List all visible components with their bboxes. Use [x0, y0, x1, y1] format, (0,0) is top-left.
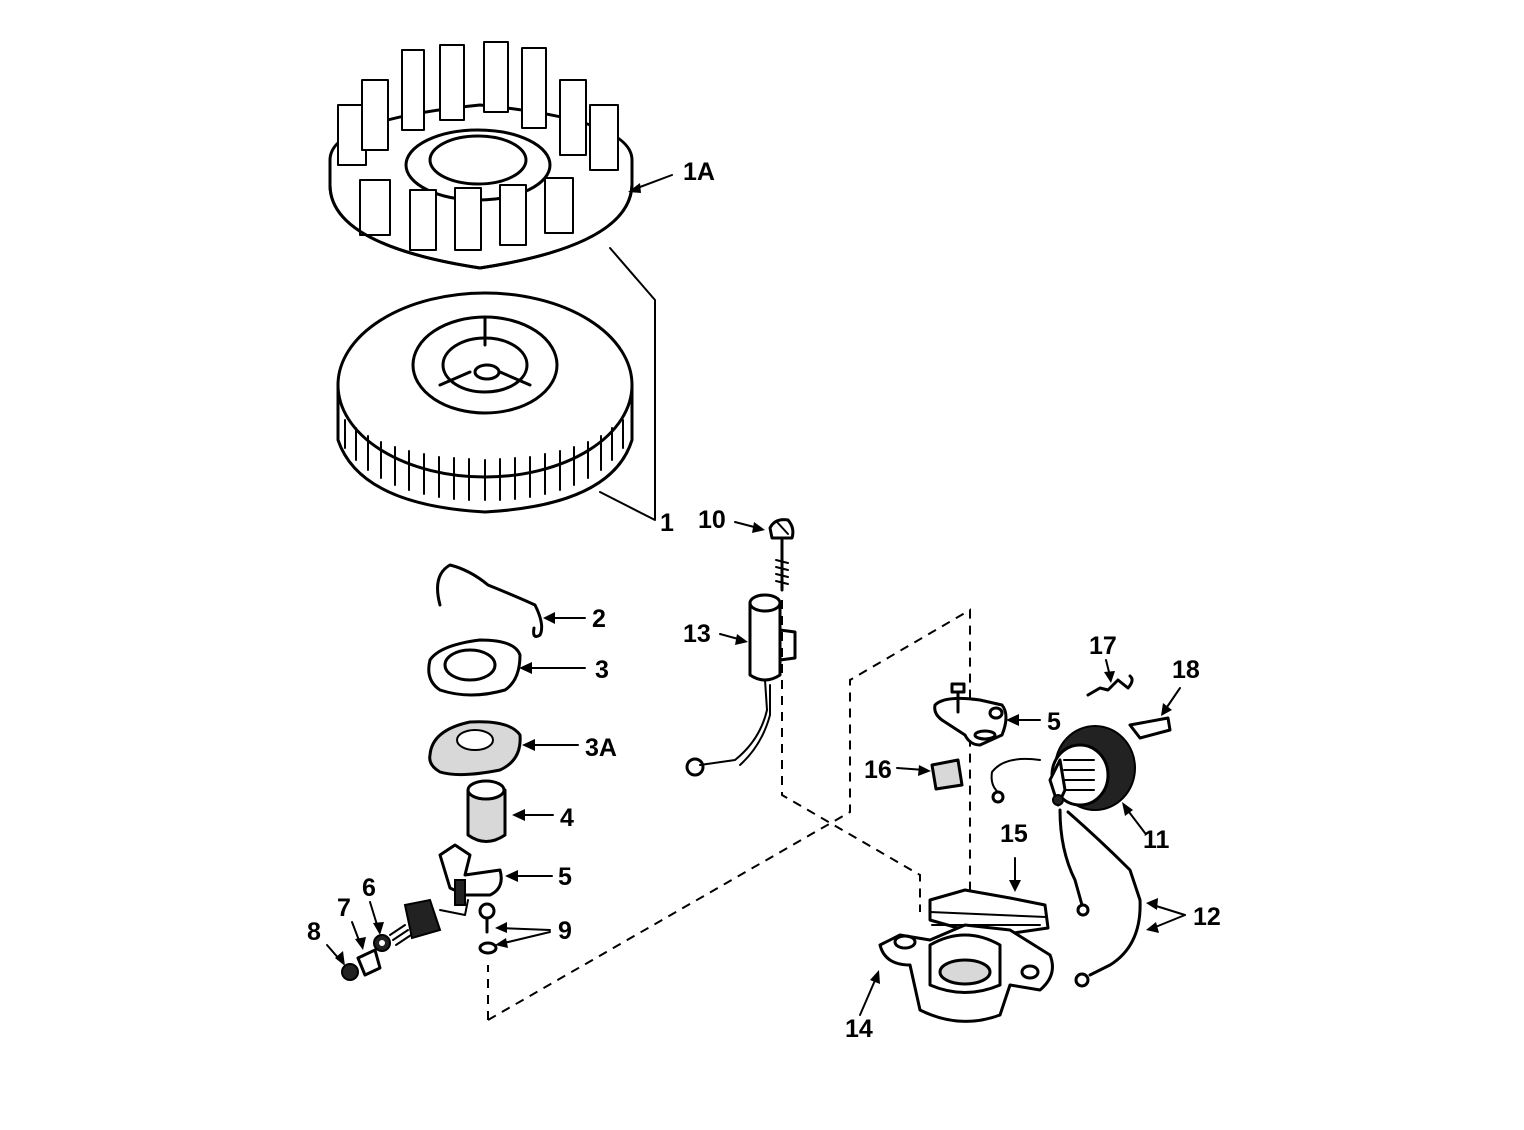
ignition-coil-11	[990, 725, 1146, 834]
callout-8: 8	[307, 918, 321, 946]
spring-wire-17	[1086, 659, 1134, 697]
contact-assembly-6-7-8	[326, 898, 469, 981]
callout-7: 7	[337, 894, 351, 922]
felt-3A	[428, 720, 579, 777]
callout-3: 3	[595, 656, 609, 684]
callout-15: 15	[1000, 820, 1028, 848]
spring-clip-2	[436, 563, 586, 638]
callout-1: 1	[660, 509, 674, 537]
callout-13: 13	[683, 620, 711, 648]
screw-10	[734, 518, 795, 592]
plate-3	[427, 638, 586, 697]
callout-6: 6	[362, 874, 376, 902]
callout-4: 4	[560, 804, 574, 832]
bushing-4	[466, 779, 554, 843]
screw-washer-9	[478, 902, 551, 955]
callout-10: 10	[698, 506, 726, 534]
callout-2: 2	[592, 605, 606, 633]
callout-18: 18	[1172, 656, 1200, 684]
callout-9: 9	[558, 917, 572, 945]
callout-3A: 3A	[585, 734, 617, 762]
callout-5-bracket: 5	[1047, 708, 1061, 736]
callout-1A: 1A	[683, 158, 715, 186]
lamination-15	[928, 857, 1050, 937]
callout-5-breaker: 5	[558, 863, 572, 891]
callout-16: 16	[864, 756, 892, 784]
callout-17: 17	[1089, 632, 1117, 660]
pad-16	[896, 758, 964, 791]
bracket-5	[933, 682, 1041, 747]
flywheel-1	[336, 291, 634, 514]
callout-11: 11	[1143, 826, 1170, 854]
clip-18	[1128, 687, 1181, 740]
callout-14: 14	[845, 1015, 873, 1043]
leads-12	[1058, 808, 1186, 988]
callout-12: 12	[1193, 903, 1221, 931]
fan-housing-1A	[328, 41, 634, 270]
breaker-arm-5	[438, 843, 553, 906]
housing-14	[859, 923, 1054, 1023]
condenser-13	[685, 593, 797, 777]
